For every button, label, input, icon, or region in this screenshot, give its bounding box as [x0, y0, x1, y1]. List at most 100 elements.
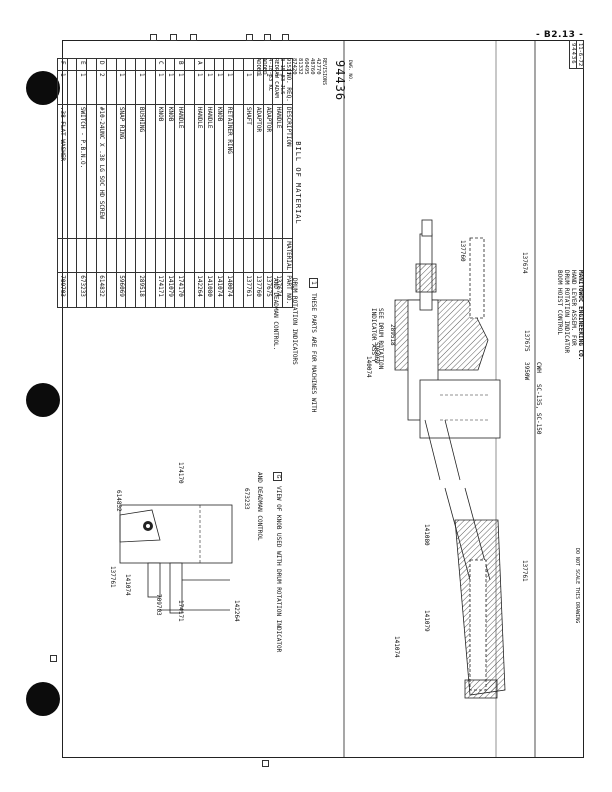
bom-cell-part: [233, 272, 244, 308]
bom-cell-material: [155, 238, 166, 273]
bom-row: [145, 58, 156, 308]
bom-cell-desc: SWITCH - P.B.N.O.: [76, 104, 87, 239]
bom-cell-qty: 1: [194, 70, 205, 105]
bom-cell-part: 614832: [96, 272, 107, 308]
title-line-1: HAND LEVER ASSEM. FOR: [570, 270, 577, 346]
bom-cell-mark: [184, 58, 195, 71]
title-block-table: 11-6-72 94436: [569, 40, 584, 69]
title-date: 11-6-72: [576, 40, 584, 69]
bom-cell-material: [145, 238, 156, 273]
note-text: THESE PARTS ARE FOR MACHINES WITH DRUM R…: [272, 278, 317, 413]
bom-cell-mark: [86, 58, 97, 71]
bom-cell-mark: [135, 58, 146, 71]
bom-cell-part: 141079: [165, 272, 175, 308]
model-list: SC-135, SC-150: [535, 383, 542, 435]
zone-marker-a: [190, 34, 197, 41]
bom-cell-qty: [67, 70, 77, 105]
bom-cell-material: [233, 238, 244, 273]
view-callout-614832: 614832: [115, 490, 122, 512]
bom-cell-material: [253, 238, 264, 273]
bom-cell-mark: [67, 58, 77, 71]
bom-cell-desc: [106, 104, 117, 239]
bom-cell-part: 141080: [204, 272, 215, 308]
bom-cell-material: [223, 238, 234, 273]
title-block-checked: 3950W: [521, 362, 540, 380]
revision-line: 60495: [303, 58, 309, 75]
bom-cell-part: 709703: [57, 272, 68, 308]
bom-cell-material: [165, 238, 175, 273]
zone-marker-f: [282, 34, 289, 41]
bom-cell-mark: [116, 58, 126, 71]
bom-cell-qty: 1: [76, 70, 87, 105]
note-triangle-symbol: 1: [309, 278, 318, 288]
bom-cell-material: [243, 238, 254, 273]
punch-hole-bottom: [26, 682, 60, 716]
bom-cell-part: [184, 272, 195, 308]
bom-cell-desc: [145, 104, 156, 239]
bom-cell-desc: KNOB: [165, 104, 175, 239]
view-callout-174170: 174170: [177, 462, 184, 484]
bom-cell-desc: [67, 104, 77, 239]
bom-cell-mark: [214, 58, 224, 71]
sheet-reference: - B2.13 -: [536, 30, 584, 40]
bom-cell-qty: [125, 70, 136, 105]
dwg-number-label: DWG. NO.: [347, 60, 352, 82]
bom-row: [184, 58, 195, 308]
view-caption-mark: G: [273, 472, 282, 481]
revision-line: REDRAW CADAM: [273, 58, 279, 98]
revision-line: 3-15-83 JLS: [279, 58, 285, 95]
bom-cell-desc: HANDLE: [174, 104, 185, 239]
callout-141074: 141074: [393, 636, 400, 658]
bom-cell-part: 141074: [214, 272, 224, 308]
callout-596069: 596069: [373, 342, 380, 364]
bom-cell-qty: [184, 70, 195, 105]
bom-cell-part: 174170: [174, 272, 185, 308]
title-line-2: DRUM ROTATION INDICATOR: [563, 270, 570, 354]
bom-cell-qty: 1: [135, 70, 146, 105]
zone-marker-c: [150, 34, 157, 41]
bom-cell-desc: #10-24UNC X .38 LG SOC HD SCREW: [96, 104, 107, 239]
bom-cell-mark: A: [194, 58, 205, 71]
bom-cell-part: [67, 272, 77, 308]
bom-cell-mark: C: [155, 58, 166, 71]
bom-cell-desc: [86, 104, 97, 239]
revision-line: 4-18-83 KC: [267, 58, 273, 92]
bom-cell-qty: 1: [243, 70, 254, 105]
dwg-number-box-top: DWG. NO. 94436: [333, 60, 352, 101]
callout-137761: 137761: [521, 560, 528, 582]
do-not-scale: DO NOT SCALE THIS DRAWING: [574, 548, 580, 624]
bom-cell-qty: 1: [57, 70, 68, 105]
bom-cell-material: [86, 238, 97, 273]
view-callout-174171: 174171: [177, 600, 184, 622]
bom-cell-mark: [165, 58, 175, 71]
drawing-border: [62, 40, 584, 758]
bom-cell-mark: [106, 58, 117, 71]
bom-cell-material: [67, 238, 77, 273]
bom-cell-material: [174, 238, 185, 273]
bom-cell-desc: HANDLE: [194, 104, 205, 239]
bom-cell-qty: 1: [214, 70, 224, 105]
bom-cell-qty: [106, 70, 117, 105]
bom-cell-material: [116, 238, 126, 273]
revision-line: 48760: [309, 58, 315, 75]
bom-cell-part: 289518: [135, 272, 146, 308]
checked-by: 3950W: [523, 362, 530, 381]
title-block: 11-6-72 94436: [569, 40, 584, 220]
bom-row: [86, 58, 97, 308]
bom-cell-qty: 1: [116, 70, 126, 105]
bom-cell-qty: 1: [155, 70, 166, 105]
bom-cell-material: [204, 238, 215, 273]
bom-cell-mark: [204, 58, 215, 71]
bom-cell-qty: [233, 70, 244, 105]
bom-cell-qty: 1: [204, 70, 215, 105]
bom-cell-desc: [184, 104, 195, 239]
